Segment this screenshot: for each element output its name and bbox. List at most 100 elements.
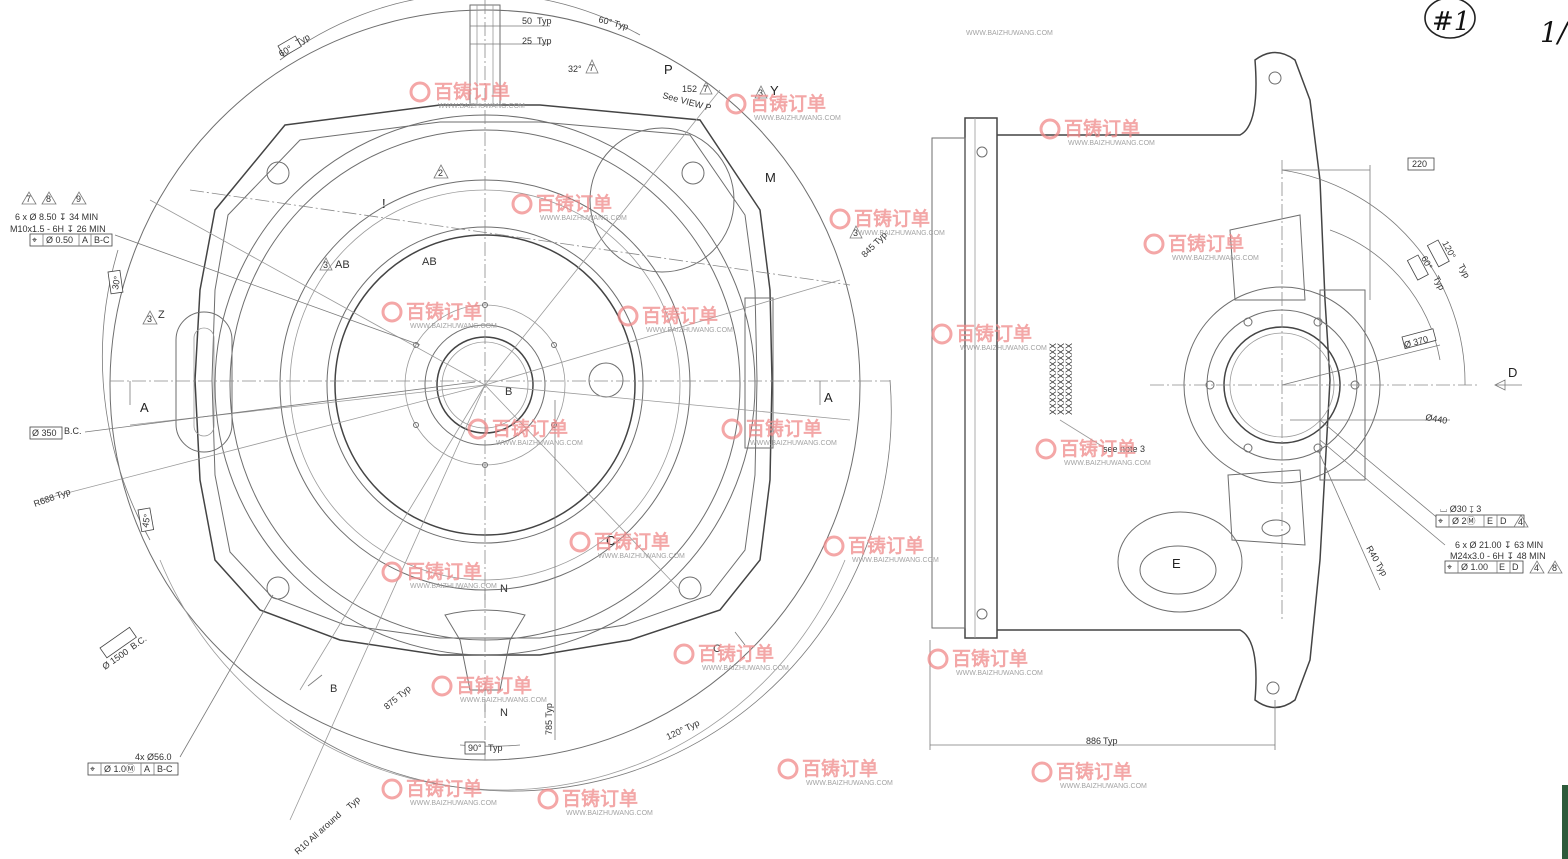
svg-text:3: 3 <box>758 88 763 98</box>
svg-text:⌖: ⌖ <box>1438 516 1443 526</box>
svg-text:3: 3 <box>147 314 152 324</box>
feature-control-frame <box>29 233 113 247</box>
watermark-logo-icon <box>721 418 743 440</box>
watermark-logo-icon <box>467 418 489 440</box>
bore-callout-line1: 4x Ø56.0 <box>135 752 172 762</box>
label-excl: ! <box>382 196 386 211</box>
watermark-url: WWW.BAIZHUWANG.COM <box>1064 460 1151 467</box>
front-view <box>39 0 892 821</box>
watermark-url: WWW.BAIZHUWANG.COM <box>858 230 945 237</box>
watermark-logo-icon <box>381 778 403 800</box>
watermark-brand: 百铸订单 <box>698 642 774 665</box>
svg-text:9: 9 <box>76 194 81 204</box>
svg-text:⌖: ⌖ <box>1447 562 1452 572</box>
svg-text:Ø 2Ⓜ: Ø 2Ⓜ <box>1452 516 1476 526</box>
watermark-brand: 百铸订单 <box>536 192 612 215</box>
watermark-brand: 百铸订单 <box>406 560 482 583</box>
watermark-brand: 百铸订单 <box>854 207 930 230</box>
watermark-url: WWW.BAIZHUWANG.COM <box>806 780 893 787</box>
svg-text:3: 3 <box>323 260 328 270</box>
watermark-brand: 百铸订单 <box>594 530 670 553</box>
label-z: Z <box>158 309 165 321</box>
watermark-logo-icon <box>931 323 953 345</box>
watermark-url: WWW.BAIZHUWANG.COM <box>460 697 547 704</box>
lower-boss <box>1227 469 1306 546</box>
watermark-url: WWW.BAIZHUWANG.COM <box>540 215 627 222</box>
watermark-logo-icon <box>777 758 799 780</box>
bore-56 <box>266 161 290 185</box>
angle-120-typ: 120° Typ <box>665 718 701 742</box>
svg-text:A: A <box>144 764 150 774</box>
dim-886: 886 <box>1086 736 1101 746</box>
watermark-logo-icon <box>381 561 403 583</box>
watermark-url: WWW.BAIZHUWANG.COM <box>960 345 1047 352</box>
side-bolt-hole <box>1243 317 1253 327</box>
watermark-brand: 百铸订单 <box>848 534 924 557</box>
watermark-url: WWW.BAIZHUWANG.COM <box>598 553 685 560</box>
page-id-text: #1 <box>1432 7 1470 37</box>
watermark-url: WWW.BAIZHUWANG.COM <box>410 583 497 590</box>
counterbore-callout: ⌴ Ø30 ↧ 3 ⌖ Ø 2Ⓜ E D 4 <box>1435 504 1529 528</box>
svg-text:2: 2 <box>438 168 443 178</box>
watermark-brand: 百铸订单 <box>802 757 878 780</box>
svg-text:Typ: Typ <box>488 743 503 753</box>
left-slot-inner <box>193 327 215 437</box>
right-boss <box>744 297 774 449</box>
flange-hole <box>976 608 988 620</box>
angle-30: 30° <box>110 275 122 291</box>
label-ab: AB <box>422 256 437 268</box>
side-port <box>588 362 624 398</box>
dim-50: 50 <box>522 16 532 26</box>
watermark-logo-icon <box>1031 761 1053 783</box>
watermark-logo-icon <box>829 208 851 230</box>
bore-56 <box>681 161 705 185</box>
watermark-url: WWW.BAIZHUWANG.COM <box>754 115 841 122</box>
watermark-url: WWW.BAIZHUWANG.COM <box>566 810 653 817</box>
bc-hole <box>413 422 419 428</box>
label-m: M <box>765 170 776 185</box>
outer-arc-lower <box>159 559 846 791</box>
label-b-center: B <box>505 386 512 398</box>
x-marks: XXXXXXXXXXXX <box>1064 343 1074 415</box>
x-marks: XXXXXXXXXXXX <box>1056 343 1066 415</box>
bc-350: Ø 350 <box>32 428 57 438</box>
angle-45: 45° <box>140 513 152 529</box>
svg-text:Typ: Typ <box>294 32 312 48</box>
watermark-url: WWW.BAIZHUWANG.COM <box>852 557 939 564</box>
watermark-logo-icon <box>617 305 639 327</box>
bore-56 <box>678 576 702 600</box>
housing-outline <box>194 104 773 656</box>
svg-text:Ø 1.0Ⓜ: Ø 1.0Ⓜ <box>104 764 135 774</box>
watermark-brand: 百铸订单 <box>406 300 482 323</box>
flange-face <box>931 137 966 629</box>
section-a-right: A <box>824 390 833 405</box>
label-y: Y <box>770 83 779 98</box>
watermark-brand: 百铸订单 <box>746 417 822 440</box>
cb-line1: ⌴ Ø30 ↧ 3 <box>1440 504 1481 514</box>
svg-text:⌖: ⌖ <box>32 235 37 245</box>
svg-text:4: 4 <box>1518 517 1523 527</box>
svg-text:7: 7 <box>26 194 31 204</box>
svg-text:4: 4 <box>1534 563 1539 573</box>
side-bolt-hole <box>1313 443 1323 453</box>
bore-56 <box>266 576 290 600</box>
bore-callout: 4x Ø56.0 ⌖ Ø 1.0Ⓜ A B-C <box>87 752 179 776</box>
watermark-brand: 百铸订单 <box>956 322 1032 345</box>
watermark-logo-icon <box>823 535 845 557</box>
flange-plate <box>964 117 998 639</box>
watermark-brand: 百铸订单 <box>1168 232 1244 255</box>
watermark-brand: 百铸订单 <box>456 674 532 697</box>
svg-text:B-C: B-C <box>94 235 110 245</box>
watermark-brand: 百铸订单 <box>1056 760 1132 783</box>
watermark-logo-icon <box>409 81 431 103</box>
bottom-boss <box>444 609 526 691</box>
watermark-brand: 百铸订单 <box>1060 437 1136 460</box>
feature-control-frame <box>87 762 179 776</box>
note-triangle <box>754 85 768 99</box>
housing-inner-outline <box>211 121 758 639</box>
flange-hole <box>976 146 988 158</box>
watermark-url: WWW.BAIZHUWANG.COM <box>966 30 1053 37</box>
r688-typ: R688 Typ <box>32 486 71 509</box>
